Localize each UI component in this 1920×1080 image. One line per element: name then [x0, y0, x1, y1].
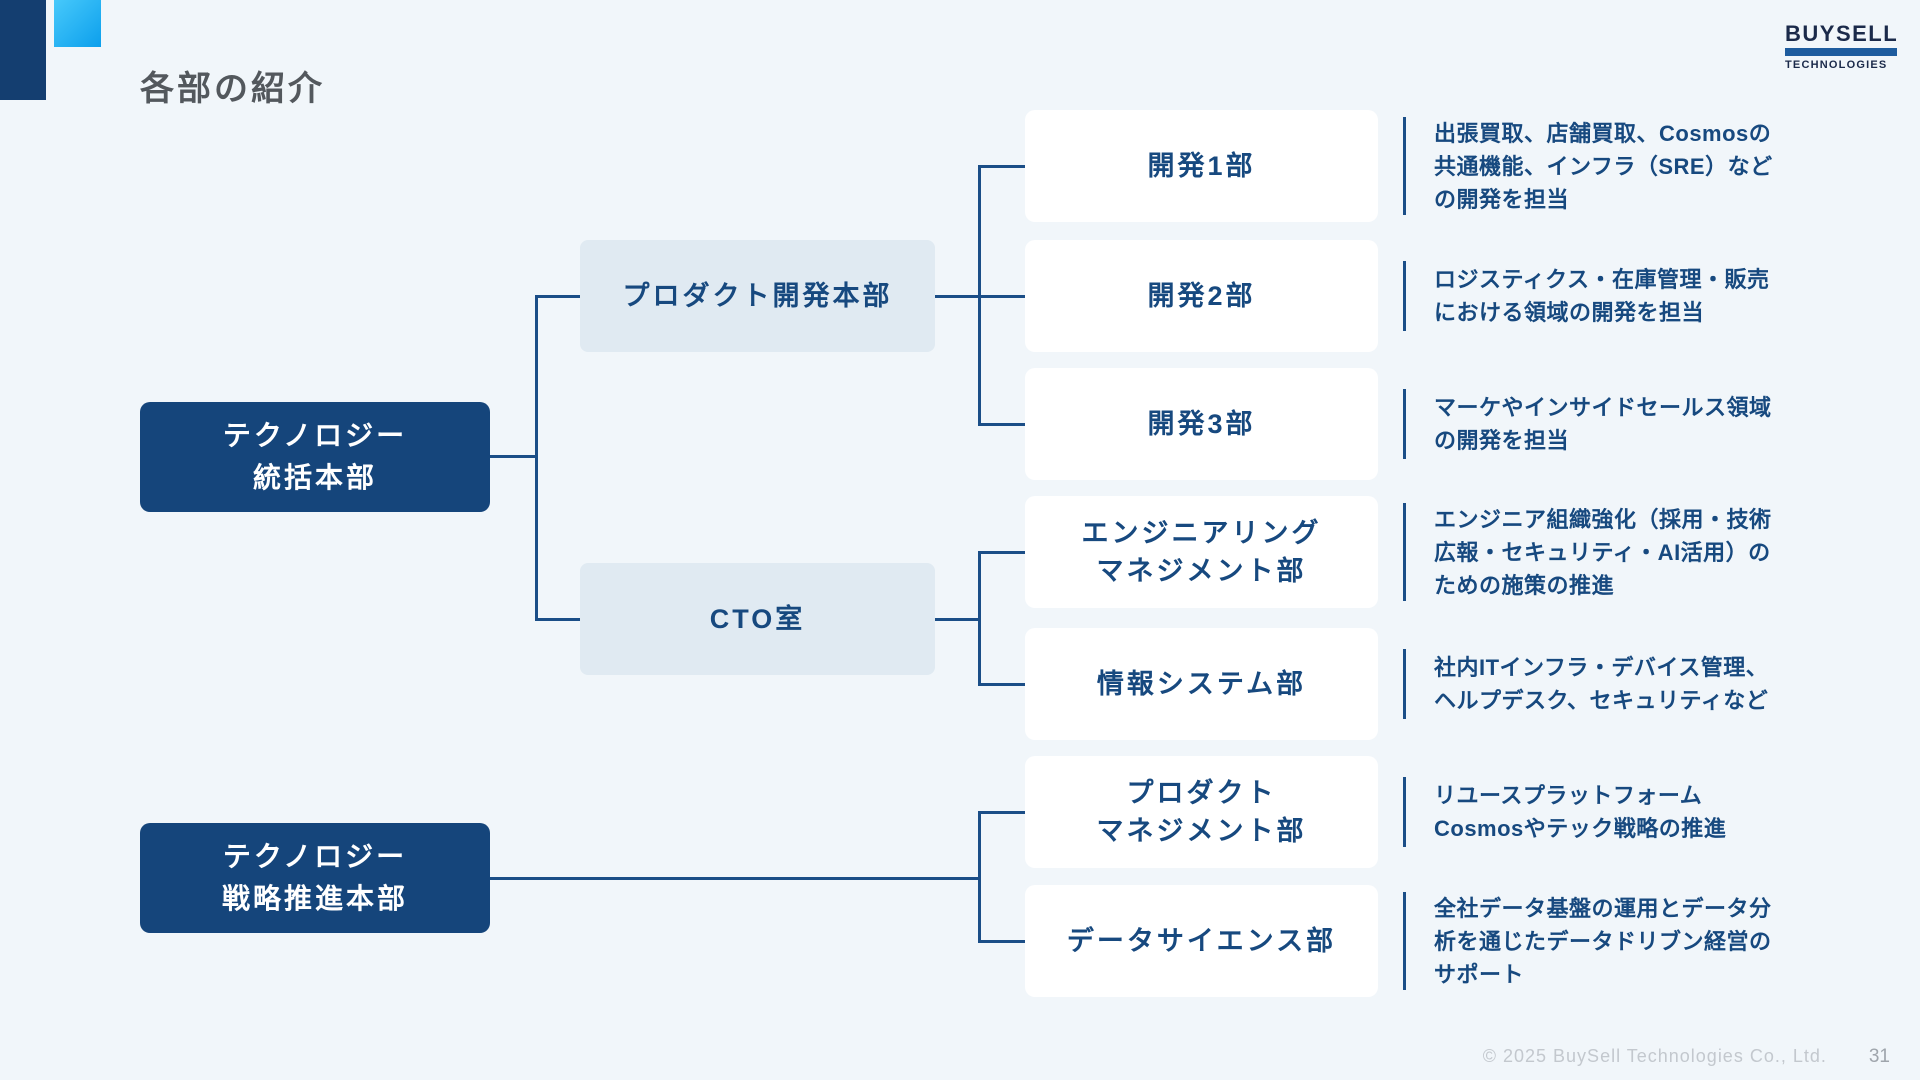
department-row-data-science: データサイエンス部 全社データ基盤の運用とデータ分 析を通じたデータドリブン経営… [1025, 885, 1874, 997]
department-box: 開発2部 [1025, 240, 1378, 352]
department-description: リユースプラットフォーム Cosmosやテック戦略の推進 [1434, 779, 1874, 845]
description-line: リユースプラットフォーム [1434, 783, 1703, 808]
department-row-dev3: 開発3部 マーケやインサイドセールス領域 の開発を担当 [1025, 368, 1874, 480]
description-line: 出張買取、店舗買取、Cosmosの [1434, 120, 1772, 146]
description-line: ための施策の推進 [1434, 572, 1615, 598]
department-label: エンジニアリング [1081, 518, 1322, 548]
department-label: 開発3部 [1147, 409, 1256, 439]
separator-line [1403, 649, 1406, 719]
department-label: プロダクト [1126, 778, 1277, 808]
description-line: サポート [1434, 961, 1525, 987]
department-box: 開発3部 [1025, 368, 1378, 480]
footer: © 2025 BuySell Technologies Co., Ltd. 31 [1483, 1046, 1890, 1068]
separator-line [1403, 117, 1406, 215]
department-description: 全社データ基盤の運用とデータ分 析を通じたデータドリブン経営の サポート [1434, 892, 1874, 991]
department-description: 社内ITインフラ・デバイス管理、 ヘルプデスク、セキュリティなど [1434, 651, 1874, 717]
connector-line [978, 811, 1025, 814]
description-line: 析を通じたデータドリブン経営の [1434, 928, 1772, 954]
connector-line [978, 551, 1025, 554]
hq-box-technology-group: テクノロジー 統括本部 [140, 402, 490, 512]
department-row-dev1: 開発1部 出張買取、店舗買取、Cosmosの 共通機能、インフラ（SRE）など … [1025, 110, 1874, 222]
description-line: の開発を担当 [1434, 186, 1570, 212]
hq-box-label: テクノロジー [222, 841, 408, 872]
connector-line [935, 618, 981, 621]
department-label: データサイエンス部 [1066, 926, 1337, 956]
department-label: マネジメント部 [1096, 556, 1307, 586]
hq-box-label: 統括本部 [252, 462, 377, 493]
connector-line [490, 877, 981, 880]
description-line: における領域の開発を担当 [1434, 300, 1705, 325]
description-line: エンジニア組織強化（採用・技術 [1434, 506, 1772, 532]
department-row-dev2: 開発2部 ロジスティクス・在庫管理・販売 における領域の開発を担当 [1025, 240, 1874, 352]
connector-line [978, 811, 981, 942]
connector-line [535, 295, 538, 621]
connector-line [978, 423, 1025, 426]
description-line: の開発を担当 [1434, 428, 1570, 453]
company-logo: BUYSELL TECHNOLOGIES [1785, 22, 1897, 71]
department-description: マーケやインサイドセールス領域 の開発を担当 [1434, 391, 1874, 457]
hq-box-label: 戦略推進本部 [221, 883, 408, 914]
hq-box-label: テクノロジー [222, 420, 408, 451]
description-line: ロジスティクス・在庫管理・販売 [1434, 267, 1770, 292]
hq-box-technology-strategy: テクノロジー 戦略推進本部 [140, 823, 490, 933]
department-label: 開発1部 [1147, 151, 1256, 181]
description-line: 広報・セキュリティ・AI活用）の [1434, 539, 1771, 565]
department-row-it-systems: 情報システム部 社内ITインフラ・デバイス管理、 ヘルプデスク、セキュリティなど [1025, 628, 1874, 740]
logo-bar [1785, 48, 1897, 56]
division-box-label: プロダクト開発本部 [622, 281, 893, 311]
accent-bar-decoration [0, 0, 46, 100]
description-line: Cosmosやテック戦略の推進 [1434, 816, 1727, 841]
department-description: ロジスティクス・在庫管理・販売 における領域の開発を担当 [1434, 263, 1874, 329]
department-row-product-management: プロダクト マネジメント部 リユースプラットフォーム Cosmosやテック戦略の… [1025, 756, 1874, 868]
separator-line [1403, 777, 1406, 847]
logo-subtext: TECHNOLOGIES [1785, 59, 1888, 71]
connector-line [490, 455, 537, 458]
connector-line [978, 551, 981, 686]
description-line: ヘルプデスク、セキュリティなど [1434, 688, 1769, 713]
connector-line [978, 940, 1025, 943]
copyright-text: © 2025 BuySell Technologies Co., Ltd. [1482, 1046, 1827, 1066]
connector-line [978, 165, 981, 426]
department-box: データサイエンス部 [1025, 885, 1378, 997]
division-box-label: CTO室 [709, 604, 806, 634]
department-description: エンジニア組織強化（採用・技術 広報・セキュリティ・AI活用）の ための施策の推… [1434, 503, 1874, 602]
accent-square-decoration [54, 0, 101, 47]
separator-line [1403, 261, 1406, 331]
page-title: 各部の紹介 [140, 69, 325, 108]
connector-line [535, 295, 580, 298]
page-number: 31 [1868, 1046, 1890, 1067]
department-box: プロダクト マネジメント部 [1025, 756, 1378, 868]
department-description: 出張買取、店舗買取、Cosmosの 共通機能、インフラ（SRE）など の開発を担… [1434, 117, 1874, 216]
description-line: マーケやインサイドセールス領域 [1434, 395, 1772, 420]
description-line: 社内ITインフラ・デバイス管理、 [1434, 655, 1769, 680]
logo-wordmark: BUYSELL [1785, 21, 1899, 46]
department-label: 情報システム部 [1096, 669, 1307, 699]
division-box-product-development: プロダクト開発本部 [580, 240, 935, 352]
division-box-cto-office: CTO室 [580, 563, 935, 675]
department-box: 情報システム部 [1025, 628, 1378, 740]
department-label: 開発2部 [1147, 281, 1256, 311]
department-label: マネジメント部 [1096, 816, 1307, 846]
connector-line [535, 618, 580, 621]
separator-line [1403, 503, 1406, 601]
department-row-engineering-management: エンジニアリング マネジメント部 エンジニア組織強化（採用・技術 広報・セキュリ… [1025, 496, 1874, 608]
connector-line [978, 165, 1025, 168]
department-box: 開発1部 [1025, 110, 1378, 222]
description-line: 共通機能、インフラ（SRE）など [1434, 153, 1773, 179]
description-line: 全社データ基盤の運用とデータ分 [1434, 895, 1772, 921]
department-box: エンジニアリング マネジメント部 [1025, 496, 1378, 608]
separator-line [1403, 892, 1406, 990]
connector-line [978, 683, 1025, 686]
separator-line [1403, 389, 1406, 459]
